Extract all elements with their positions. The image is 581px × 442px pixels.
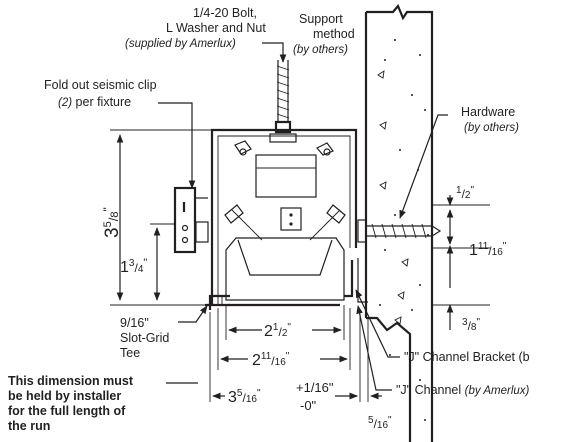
dim-bracket-height: 111/16" bbox=[469, 241, 507, 259]
j-bracket-label: "J" Channel Bracket (b bbox=[404, 350, 530, 364]
hardware-note: (by others) bbox=[464, 122, 519, 134]
lag-screw bbox=[357, 219, 442, 243]
j-channel-label: "J" Channel (by Amerlux) bbox=[396, 383, 530, 397]
install-note-line2: be held by installer bbox=[8, 389, 121, 403]
install-note-line3: for the full length of bbox=[8, 404, 126, 418]
seismic-label-line1: Fold out seismic clip bbox=[44, 78, 157, 92]
dim-tolerance-minus: -0" bbox=[300, 398, 317, 413]
install-note-line4: the run bbox=[8, 419, 50, 433]
hardware-label: Hardware bbox=[461, 105, 515, 119]
tee-label-line2: Slot-Grid bbox=[120, 331, 169, 345]
support-label-line2: method bbox=[313, 27, 355, 41]
bolt-assembly bbox=[269, 60, 297, 143]
seismic-label-line2: (2) per fixture bbox=[58, 95, 131, 109]
support-label-line1: Support bbox=[299, 12, 343, 26]
dim-tolerance-plus: +1/16" bbox=[296, 380, 334, 395]
dim-outer-width: 35/16" bbox=[228, 388, 261, 406]
leader-lines bbox=[158, 42, 448, 391]
callout-labels: 1/4-20 Bolt, L Washer and Nut (supplied … bbox=[8, 6, 530, 433]
fixture-housing bbox=[205, 128, 368, 310]
dim-inner-width: 21/2" bbox=[264, 322, 291, 340]
install-note-line1: This dimension must bbox=[8, 374, 134, 388]
dim-bottom-offset: 3/8" bbox=[462, 317, 480, 333]
bolt-label-line2: L Washer and Nut bbox=[166, 21, 266, 35]
dim-gap-width: 5/16" bbox=[368, 415, 392, 431]
dim-clip-height: 13/4" bbox=[120, 257, 147, 276]
dim-mid-width: 211/16" bbox=[252, 351, 290, 369]
bolt-label-note: (supplied by Amerlux) bbox=[125, 38, 236, 50]
tee-label-line3: Tee bbox=[120, 346, 140, 360]
dimension-lines bbox=[110, 129, 490, 402]
dim-top-offset: 1/2" bbox=[456, 185, 474, 201]
support-label-note: (by others) bbox=[293, 44, 348, 56]
concrete-wall bbox=[364, 3, 434, 442]
dimension-labels: 35/8" 13/4" 1/2" 111/16" 3/8" 21/2" 211/… bbox=[101, 185, 507, 431]
bolt-label-line1: 1/4-20 Bolt, bbox=[193, 6, 257, 20]
seismic-clip bbox=[173, 186, 209, 254]
dim-overall-height: 35/8" bbox=[101, 207, 123, 238]
tee-label-line1: 9/16" bbox=[120, 316, 149, 330]
